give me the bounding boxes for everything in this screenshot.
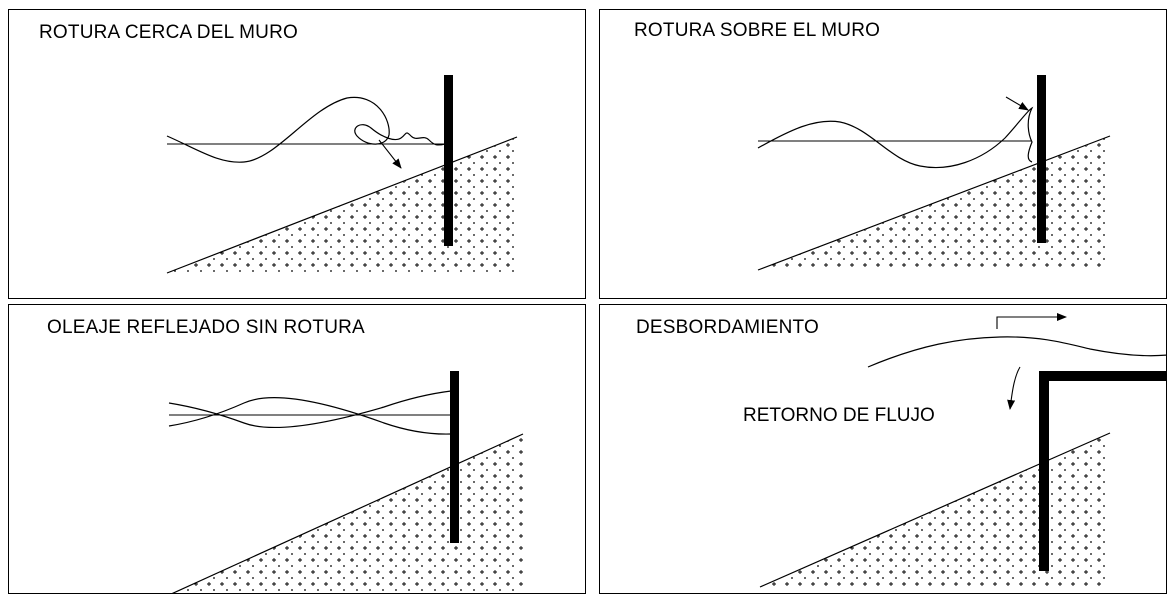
wall xyxy=(1037,75,1046,243)
panel-rotura-cerca-del-muro: ROTURA CERCA DEL MURO xyxy=(8,9,586,299)
wall-crest xyxy=(1039,371,1166,381)
panel-title: DESBORDAMIENTO xyxy=(636,317,819,338)
standing-wave-crest xyxy=(168,390,452,429)
wall-vertical xyxy=(1039,371,1049,571)
wall xyxy=(450,371,459,543)
panel-desbordamiento: DESBORDAMIENTO RETORNO DE FLUJO xyxy=(599,304,1167,594)
return-flow-arrow xyxy=(1007,366,1021,410)
slope-line xyxy=(166,136,518,274)
panel-title: ROTURA SOBRE EL MURO xyxy=(634,20,881,41)
overtopping-arrow xyxy=(996,313,1067,329)
panel-oleaje-reflejado-sin-rotura: OLEAJE REFLEJADO SIN ROTURA xyxy=(8,304,586,594)
wave-diagram xyxy=(168,371,524,593)
panel-rotura-sobre-el-muro: ROTURA SOBRE EL MURO xyxy=(599,9,1167,299)
standing-wave-trough xyxy=(168,397,452,435)
wave-diagram xyxy=(757,75,1111,271)
panel-title: ROTURA CERCA DEL MURO xyxy=(39,22,298,43)
overtopping-wave xyxy=(867,336,1166,368)
plunge-arrow xyxy=(378,139,402,169)
wave-diagram xyxy=(166,75,518,274)
panel-title: OLEAJE REFLEJADO SIN ROTURA xyxy=(47,317,365,338)
slope-line xyxy=(171,433,524,593)
slope-line xyxy=(759,432,1111,588)
breaking-wave xyxy=(166,96,446,163)
wave-diagram xyxy=(759,313,1166,588)
wall xyxy=(444,75,453,246)
impact-arrow xyxy=(1005,96,1029,111)
breaking-wave xyxy=(757,106,1034,169)
return-flow-label: RETORNO DE FLUJO xyxy=(743,405,935,426)
slope-line xyxy=(757,135,1111,271)
